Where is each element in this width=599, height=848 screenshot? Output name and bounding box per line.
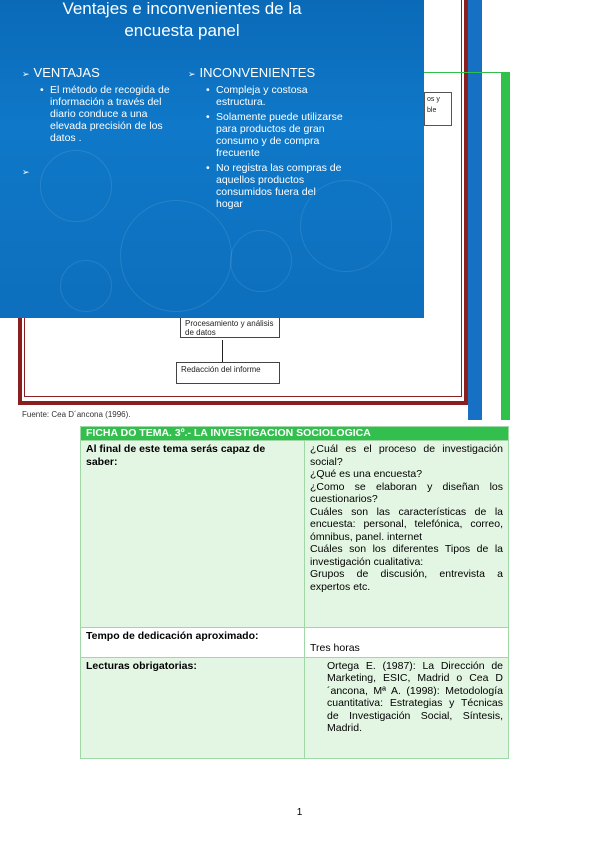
objective-item: Grupos de discusión, entrevista a expert… — [310, 568, 503, 593]
ficha-header: FICHA DO TEMA. 3º.- LA INVESTIGACION SOC… — [80, 426, 509, 441]
encuesta-panel-slide: Ventajes e inconvenientes de la encuesta… — [0, 0, 424, 318]
table-row: Al final de este tema serás capaz de sab… — [80, 440, 509, 628]
inconveniente-text: No registra las compras de aquellos prod… — [216, 162, 342, 210]
ventaja-text: El método de recogida de información a t… — [50, 84, 170, 144]
flowchart-peek-box: os y ble — [424, 92, 452, 126]
inconveniente-text: Compleja y costosa estructura. — [216, 84, 308, 108]
objective-item: Cuáles son los diferentes Tipos de la in… — [310, 543, 503, 568]
inconvenientes-heading-text: INCONVENIENTES — [199, 65, 316, 80]
arrow-bullet-icon: ➢ — [22, 167, 30, 177]
objective-item: Cuáles son las características de la enc… — [310, 505, 503, 543]
objective-item: ¿Como se elaboran y diseñan los cuestion… — [310, 480, 503, 506]
inconvenientes-list: • Compleja y costosa estructura. • Solamen… — [204, 84, 344, 213]
table-row: Lecturas obrigatorias: Ortega E. (1987):… — [80, 656, 509, 759]
objective-item: ¿Qué es una encuesta? — [310, 468, 423, 480]
table-row: Tempo de dedicación aproximado: Tres hor… — [80, 627, 509, 658]
list-item: • Solamente puede utilizarse para product… — [204, 111, 344, 159]
list-item: • El método de recogida de información a … — [38, 84, 173, 144]
ventajas-heading-text: VENTAJAS — [33, 65, 100, 80]
objective-item: ¿Cuál es el proceso de investigación soc… — [310, 443, 503, 468]
inconvenientes-heading: ➢INCONVENIENTES — [188, 65, 315, 80]
bullet-icon: • — [206, 84, 210, 96]
dedication-label: Tempo de dedicación aproximado: — [80, 627, 305, 658]
table-row: FICHA DO TEMA. 3º.- LA INVESTIGACION SOC… — [80, 426, 509, 441]
objectives-list: ¿Cuál es el proceso de investigación soc… — [304, 440, 509, 628]
dedication-value: Tres horas — [304, 627, 509, 658]
blue-side-bar — [468, 0, 482, 420]
arrow-bullet-icon: ➢ — [22, 69, 30, 79]
decor-swirl — [60, 260, 112, 312]
bullet-icon: • — [206, 111, 210, 123]
objectives-label: Al final de este tema serás capaz de sab… — [80, 440, 305, 628]
peek-box-text: os y — [427, 96, 440, 103]
page-number: 1 — [296, 807, 303, 818]
flowchart-source: Fuente: Cea D´ancona (1996). — [22, 410, 131, 419]
slide-title: Ventajes e inconvenientes de la encuesta… — [0, 0, 364, 42]
decor-swirl — [300, 180, 392, 272]
decor-swirl — [230, 230, 292, 292]
bullet-icon: • — [40, 84, 44, 96]
decor-swirl — [40, 150, 112, 222]
arrow-bullet-icon: ➢ — [188, 69, 196, 79]
slide-title-line1: Ventajes e inconvenientes de la — [62, 0, 302, 18]
list-item: • Compleja y costosa estructura. — [204, 84, 344, 108]
list-item: • No registra las compras de aquellos pro… — [204, 162, 344, 210]
peek-box-text2: ble — [427, 107, 437, 114]
readings-label: Lecturas obrigatorias: — [80, 656, 305, 759]
flowchart-box-redaccion: Redacción del informe — [176, 362, 280, 384]
ventajas-heading: ➢VENTAJAS — [22, 65, 100, 80]
inconveniente-text: Solamente puede utilizarse para producto… — [216, 111, 343, 159]
readings-value: Ortega E. (1987): La Dirección de Market… — [304, 656, 509, 759]
flowchart-connector — [222, 340, 223, 362]
bullet-icon: • — [206, 162, 210, 174]
decor-swirl — [120, 200, 232, 312]
ventajas-list: • El método de recogida de información a … — [38, 84, 173, 147]
slide-title-line2: encuesta panel — [124, 21, 240, 40]
ficha-table: FICHA DO TEMA. 3º.- LA INVESTIGACION SOC… — [80, 426, 509, 759]
